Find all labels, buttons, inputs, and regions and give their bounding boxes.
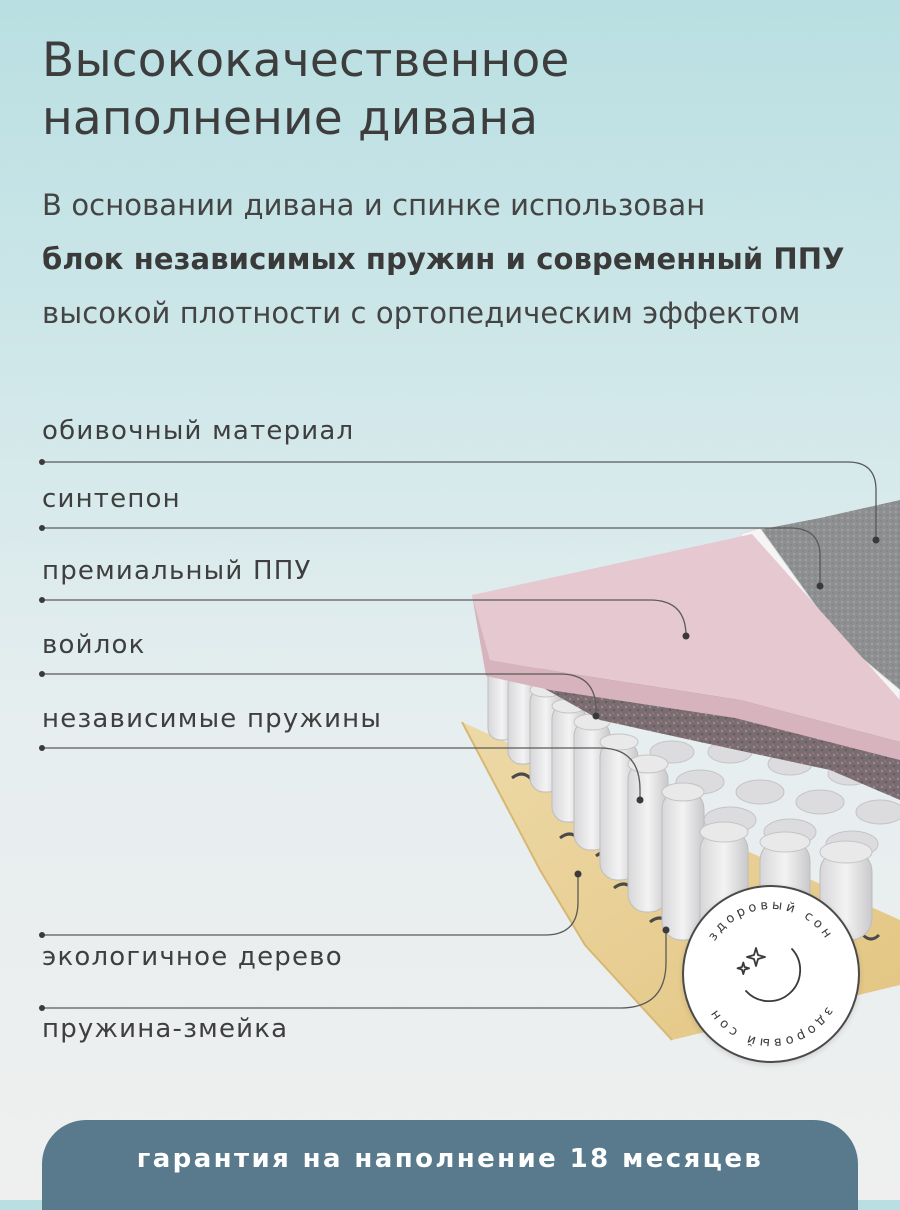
layer-label-sintepon: синтепон xyxy=(42,484,181,514)
guarantee-banner: гарантия на наполнение 18 месяцев xyxy=(42,1120,858,1210)
badge-text-bottom: здоровый сон xyxy=(705,1004,833,1050)
layer-label-pocket-springs: независимые пружины xyxy=(42,704,383,734)
upholstery-layer xyxy=(758,500,900,690)
description-line-1: В основании дивана и спинке использован xyxy=(42,188,706,222)
callout-dots xyxy=(39,459,880,1011)
pocket-springs xyxy=(487,655,900,951)
svg-text:здоровый сон: здоровый сон xyxy=(705,898,836,944)
badge-text-top: здоровый сон xyxy=(705,898,833,944)
page-title-line-2: наполнение дивана xyxy=(42,91,539,146)
description: В основании дивана и спинке использован … xyxy=(42,178,845,340)
description-line-2: блок независимых пружин и современный ПП… xyxy=(42,242,845,276)
description-line-3: высокой плотности с ортопедическим эффек… xyxy=(42,296,801,330)
callout-lines xyxy=(42,461,877,1009)
layer-label-upholstery: обивочный материал xyxy=(42,416,355,446)
moon-stars-icon xyxy=(736,947,802,1003)
layer-label-felt: войлок xyxy=(42,630,146,660)
svg-text:здоровый сон: здоровый сон xyxy=(705,1004,836,1050)
page-title: Высококачественное наполнение дивана xyxy=(42,32,570,148)
page-title-line-1: Высококачественное xyxy=(42,33,570,88)
layer-label-serpentine: пружина-змейка xyxy=(42,1014,289,1044)
healthy-sleep-badge: здоровый сон здоровый сон xyxy=(682,885,860,1063)
layer-label-foam: премиальный ППУ xyxy=(42,556,312,586)
layer-label-wood: экологичное дерево xyxy=(42,942,343,972)
guarantee-text: гарантия на наполнение 18 месяцев xyxy=(136,1144,764,1174)
